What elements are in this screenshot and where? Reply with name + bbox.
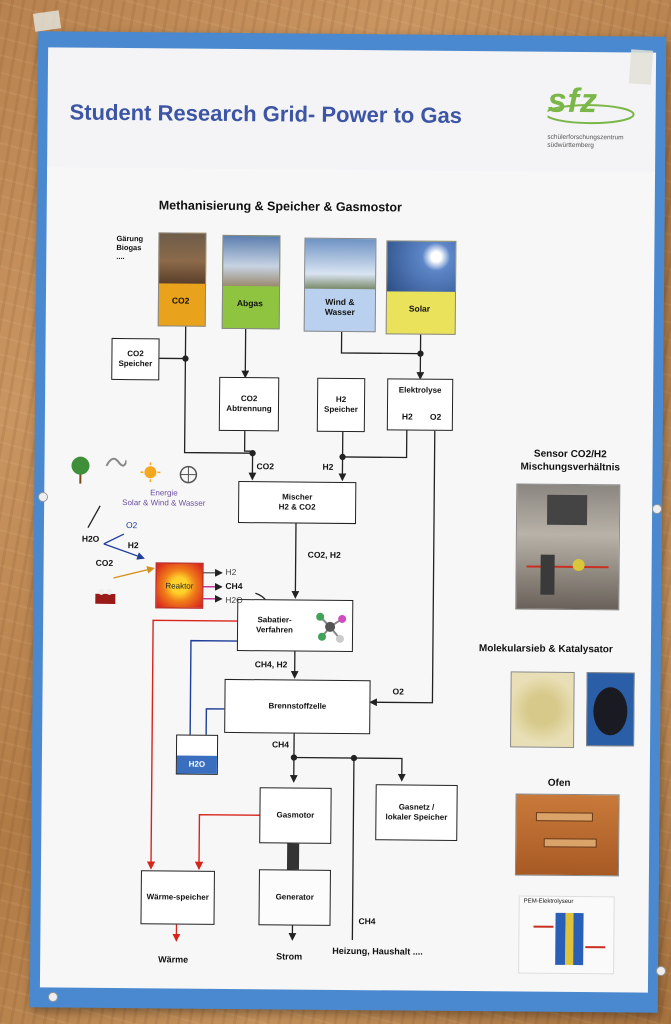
logo-subtitle: schülerforschungszentrum südwürttemberg <box>547 133 624 150</box>
pin-left <box>38 492 48 502</box>
mischer-box: Mischer H2 & CO2 <box>237 481 357 525</box>
reaktor-out-h2: H2 <box>225 566 237 578</box>
water-wave-icon <box>104 454 127 470</box>
co2-source-tile: CO2 <box>157 232 207 327</box>
diagram-board: Methanisierung & Speicher & Gasmostor Gä… <box>39 167 656 993</box>
pem-stack-icon <box>533 912 606 966</box>
co2-abtrennung-box: CO2 Abtrennung <box>218 376 280 432</box>
elektrolyse-box: Elektrolyse H2 O2 <box>386 378 454 431</box>
wind-source-label: Wind & Wasser <box>324 296 355 318</box>
abgas-source-label: Abgas <box>236 298 263 309</box>
output-strom: Strom <box>276 951 303 962</box>
elektrolyse-o2-output: O2 <box>429 411 442 422</box>
output-waerme: Wärme <box>158 954 189 965</box>
reaktor-out-ch4: CH4 <box>225 580 243 592</box>
reaktor-label: Reaktor <box>165 580 194 591</box>
co2-flow-label: CO2 <box>256 461 275 472</box>
factory-photo <box>223 235 280 287</box>
gasnetz-box: Gasnetz / lokaler Speicher <box>375 784 458 841</box>
elektrolyse-h2-output: H2 <box>401 411 413 422</box>
h2-speicher-box: H2 Speicher <box>316 377 366 433</box>
reaktor-box: Reaktor <box>155 562 204 609</box>
sensor-equipment-icon <box>526 494 609 595</box>
logo-swoosh-icon <box>547 104 635 125</box>
windpark-photo <box>305 238 376 290</box>
coal-wagon-icon <box>91 586 119 608</box>
brennstoffzelle-box: Brennstoffzelle <box>224 678 371 735</box>
waerme-speicher-box: Wärme-speicher <box>140 870 215 925</box>
ofen-photo <box>514 793 620 877</box>
sensor-title: Sensor CO2/H2 Mischungsverhältnis <box>520 448 620 474</box>
solar-source-tile: Solar <box>385 240 457 335</box>
h2o-tank: H2O <box>175 734 219 775</box>
ch4-bottom-label: CH4 <box>358 916 376 927</box>
water-wheel-icon <box>176 465 200 485</box>
inset-co2-label: CO2 <box>95 557 114 568</box>
drive-shaft <box>286 843 300 870</box>
inset-o2-label: O2 <box>125 520 138 531</box>
inset-h2o-label: H2O <box>81 533 100 544</box>
energie-label: Energie Solar & Wind & Wasser <box>122 488 206 508</box>
poster-title: Student Research Grid- Power to Gas <box>69 99 463 128</box>
wind-source-tile: Wind & Wasser <box>303 237 377 333</box>
co2-h2-flow-label: CO2, H2 <box>307 549 341 560</box>
pin-bottom-left <box>48 992 58 1002</box>
sensor-photo <box>515 483 621 611</box>
poster-header: Student Research Grid- Power to Gas sfz … <box>47 47 657 175</box>
molecule-icon <box>316 612 347 643</box>
solar-panel-photo <box>387 241 456 292</box>
inset-h2-label: H2 <box>127 540 139 551</box>
h2-flow-label: H2 <box>322 461 334 472</box>
ch4-h2-flow-label: CH4, H2 <box>254 659 288 670</box>
sun-icon <box>140 462 161 483</box>
sfz-logo: sfz schülerforschungszentrum südwürttemb… <box>547 82 648 173</box>
diagram-title: Methanisierung & Speicher & Gasmostor <box>158 198 402 215</box>
abgas-source-tile: Abgas <box>221 234 281 330</box>
plant-icon <box>68 456 92 486</box>
pin-right <box>652 504 662 514</box>
sabatier-label: Sabatier- Verfahren <box>256 615 294 635</box>
katalysator-photo <box>586 672 635 747</box>
reaktor-out-h2o: H2O <box>225 594 243 606</box>
pin-bottom-right <box>656 966 666 976</box>
o2-flow-label: O2 <box>392 686 404 697</box>
tape-top-left <box>32 10 62 32</box>
sabatier-box: Sabatier- Verfahren <box>236 599 354 653</box>
output-heizung: Heizung, Haushalt .... <box>332 945 423 957</box>
gasmotor-box: Gasmotor <box>259 787 332 844</box>
ofen-title: Ofen <box>547 777 571 789</box>
h2o-tank-label: H2O <box>176 755 217 774</box>
connector-lines <box>87 323 436 942</box>
poster: Student Research Grid- Power to Gas sfz … <box>29 31 667 1013</box>
molekularsieb-photo <box>510 671 575 748</box>
ch4-flow-label: CH4 <box>272 739 290 750</box>
solar-source-label: Solar <box>408 303 431 314</box>
elektrolyse-label: Elektrolyse <box>398 385 442 395</box>
tape-top-right <box>628 49 654 85</box>
co2-speicher-box: CO2 Speicher <box>111 337 160 381</box>
molekularsieb-title: Molekularsieb & Katalysator <box>478 643 613 656</box>
soil-photo <box>159 233 206 284</box>
biogas-note: Gärung Biogas .... <box>116 233 144 262</box>
generator-box: Generator <box>258 869 331 926</box>
co2-source-label: CO2 <box>171 295 190 306</box>
pem-elektrolyseur-photo: PEM-Elektrolyseur <box>518 895 615 975</box>
